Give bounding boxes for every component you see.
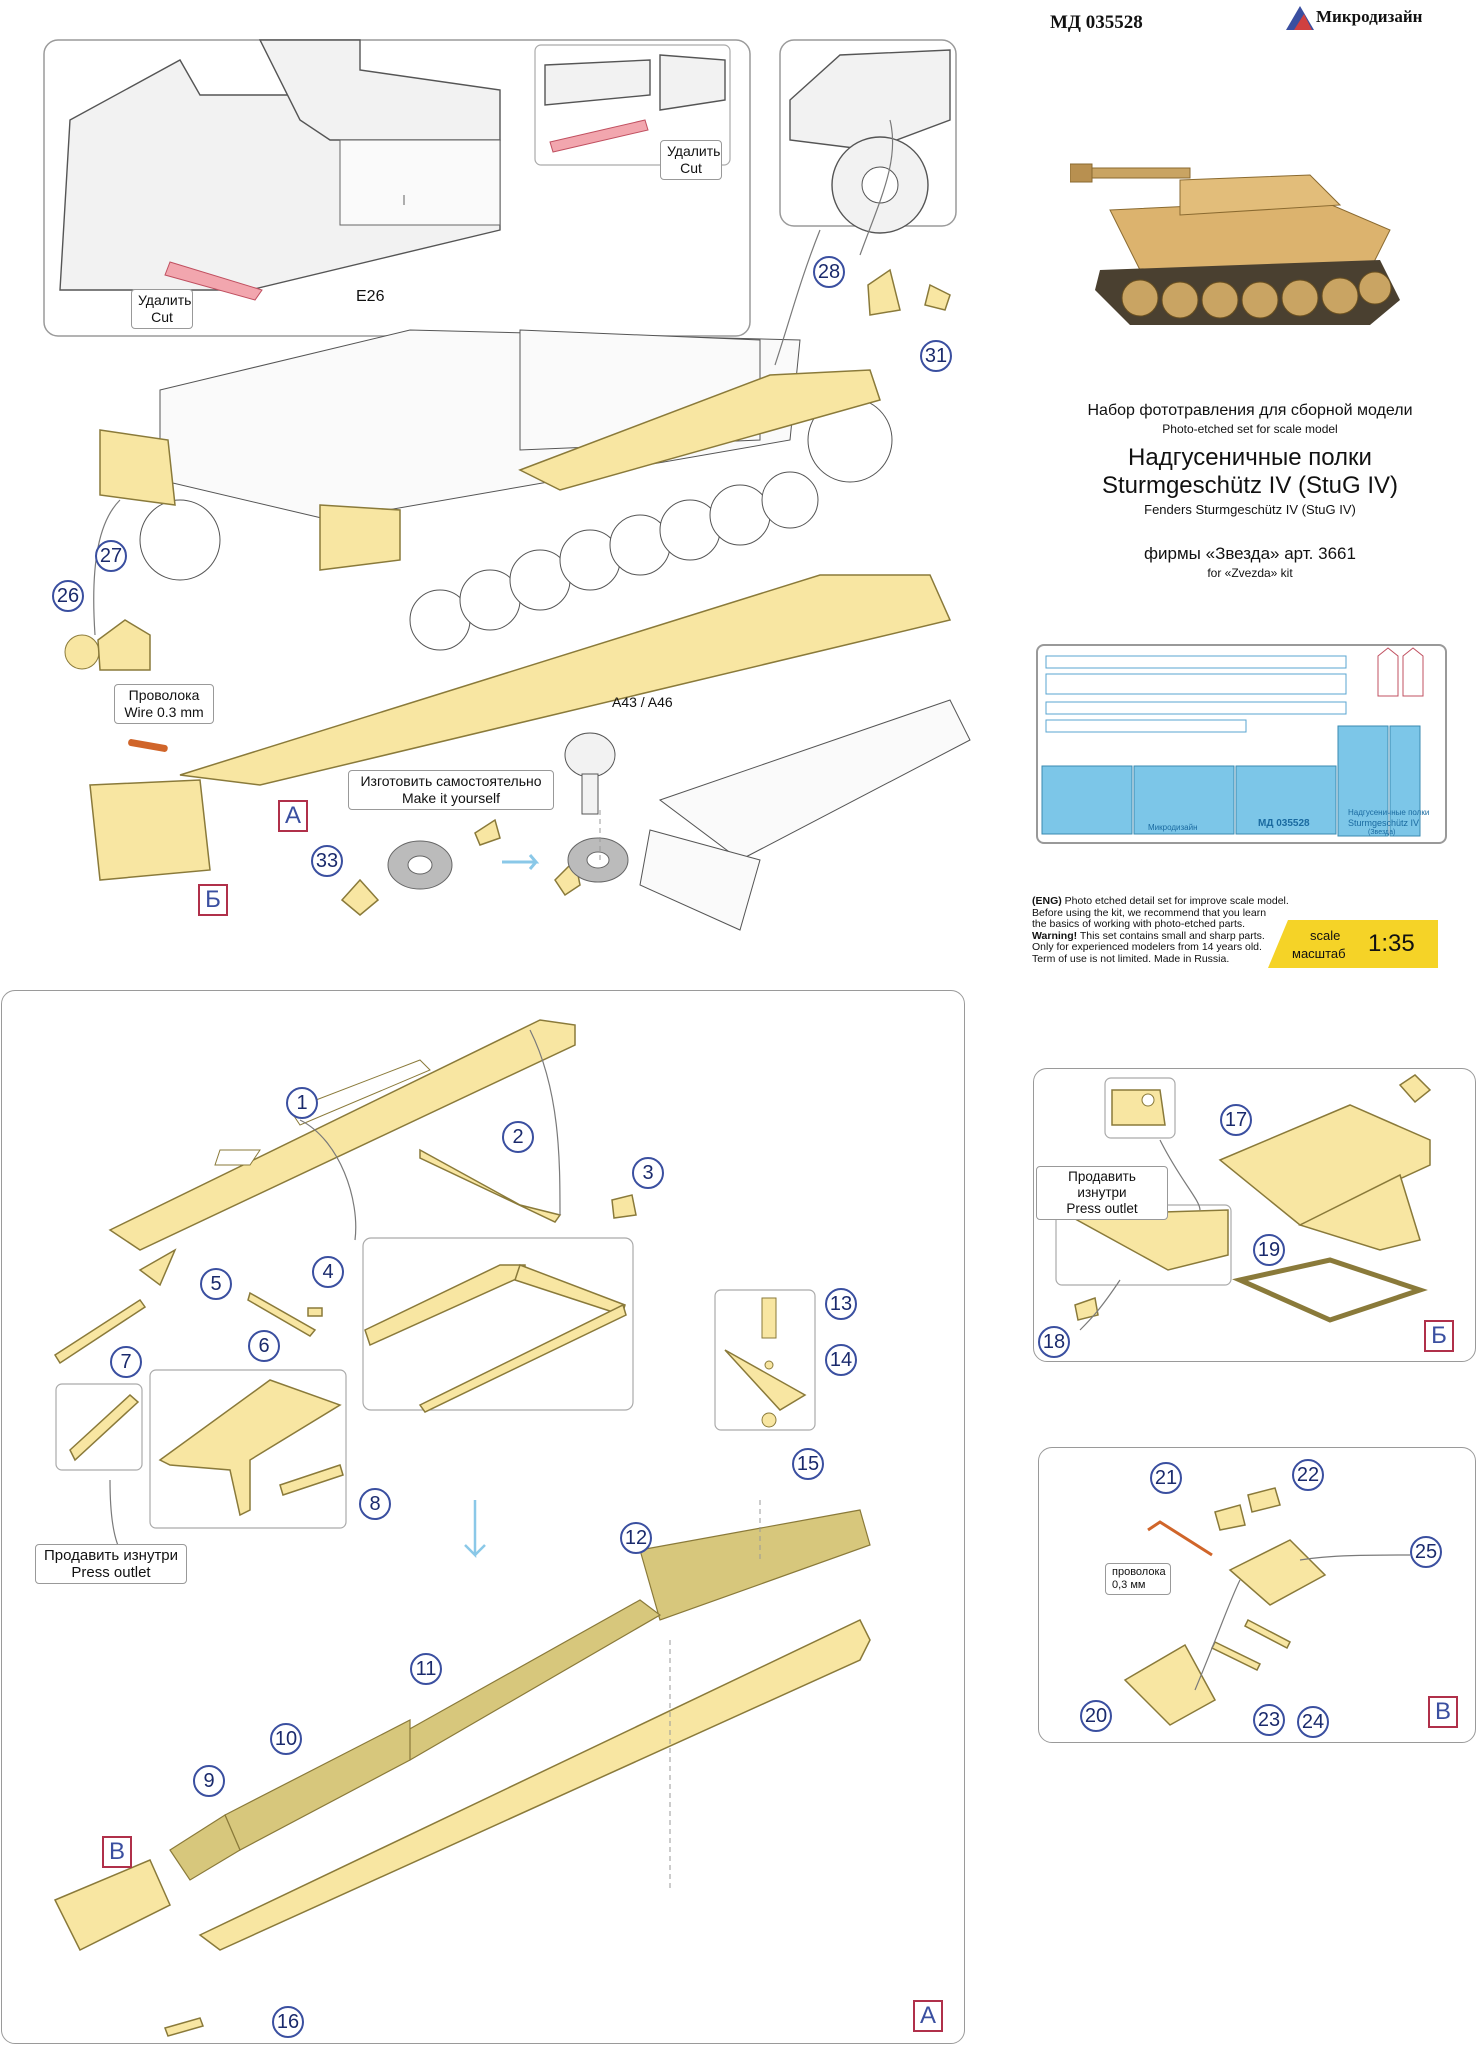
letter-v-a: В (102, 1836, 132, 1868)
warning-text: (ENG) Photo etched detail set for improv… (1032, 895, 1302, 965)
fret-caption-kit: (Звезда) (1368, 829, 1396, 836)
callout-2: 2 (502, 1121, 534, 1153)
callout-33: 33 (311, 845, 343, 877)
warning-line-1: Photo etched detail set for improve scal… (1061, 895, 1289, 907)
product-title-en: Fenders Sturmgeschütz IV (StuG IV) (1144, 502, 1356, 517)
fret-sheet-drawing (1041, 647, 1424, 837)
fret-sheet-thumbnail: МД 035528 Надгусеничные полки Sturmgesch… (1036, 644, 1447, 844)
brand-logo-icon (1286, 6, 1314, 30)
warning-line-3: the basics of working with photo-etched … (1032, 918, 1246, 930)
make-yourself-ru: Изготовить самостоятельно (360, 773, 542, 789)
product-kit-en: for «Zvezda» kit (1207, 566, 1293, 580)
callout-10: 10 (270, 1723, 302, 1755)
callout-13: 13 (825, 1288, 857, 1320)
warning-line-5: Only for experienced modelers from 14 ye… (1032, 941, 1262, 953)
callout-15: 15 (792, 1448, 824, 1480)
callout-31: 31 (920, 340, 952, 372)
letter-a-top: А (278, 800, 308, 832)
callout-21: 21 (1150, 1462, 1182, 1494)
scale-label-ru: масштаб (1292, 946, 1346, 961)
cut-label-left-en: Cut (151, 309, 173, 325)
wire-label-v: проволока 0,3 мм (1105, 1563, 1171, 1595)
warning-lead: (ENG) (1032, 895, 1062, 907)
callout-6: 6 (248, 1330, 280, 1362)
warning-bold: Warning! (1032, 929, 1078, 942)
wire-label-en: Wire 0.3 mm (124, 704, 204, 720)
warning-line-6: Term of use is not limited. Made in Russ… (1032, 952, 1230, 965)
wire-label-ru: Проволока (128, 687, 200, 703)
callout-12: 12 (620, 1522, 652, 1554)
product-en-line: Photo-etched set for scale model (1162, 422, 1338, 436)
press-outlet-label-a: Продавить изнутри Press outlet (35, 1544, 187, 1584)
letter-b-top: Б (198, 884, 228, 916)
product-ru-line: Набор фототравления для сборной модели (1087, 402, 1413, 419)
callout-7: 7 (110, 1346, 142, 1378)
wire-v-mm: 0,3 мм (1112, 1579, 1146, 1591)
callout-20: 20 (1080, 1700, 1112, 1732)
cut-label-right-en: Cut (680, 160, 702, 176)
article-number: МД 035528 (1050, 12, 1143, 33)
press-outlet-b-en: Press outlet (1066, 1201, 1138, 1216)
fret-caption-model: Sturmgeschütz IV (1348, 818, 1420, 828)
callout-9: 9 (193, 1765, 225, 1797)
letter-v-panel: В (1428, 1696, 1458, 1728)
callout-18: 18 (1038, 1326, 1070, 1358)
press-outlet-a-ru: Продавить изнутри (43, 1547, 179, 1564)
callout-24: 24 (1297, 1706, 1329, 1738)
callout-5: 5 (200, 1268, 232, 1300)
callout-17: 17 (1220, 1104, 1252, 1136)
press-outlet-b-ru: Продавить изнутри (1068, 1169, 1136, 1200)
callout-26: 26 (52, 580, 84, 612)
warning-line-2: Before using the kit, we recommend that … (1032, 906, 1267, 919)
callout-16: 16 (272, 2006, 304, 2038)
callout-19: 19 (1253, 1234, 1285, 1266)
callout-22: 22 (1292, 1459, 1324, 1491)
fret-caption-ru: Надгусеничные полки (1348, 808, 1430, 817)
warning-line-4: This set contains small and sharp parts. (1077, 929, 1265, 942)
callout-27: 27 (95, 540, 127, 572)
a43-label: A43 / A46 (612, 694, 673, 710)
callout-23: 23 (1253, 1704, 1285, 1736)
scale-value: 1:35 (1368, 930, 1415, 957)
fret-brand: Микродизайн (1148, 823, 1198, 832)
fret-article: МД 035528 (1258, 818, 1310, 829)
cut-label-right: Удалить Cut (660, 140, 722, 180)
callout-11: 11 (410, 1653, 442, 1685)
tank-illustration (1070, 163, 1400, 325)
scale-label-en: scale (1310, 928, 1341, 943)
letter-b-panel: Б (1424, 1320, 1454, 1352)
callout-8: 8 (359, 1488, 391, 1520)
callout-14: 14 (825, 1344, 857, 1376)
press-outlet-label-b: Продавить изнутри Press outlet (1036, 1166, 1168, 1220)
product-title-model: Sturmgeschütz IV (StuG IV) (1101, 472, 1399, 499)
make-yourself-label: Изготовить самостоятельно Make it yourse… (348, 770, 554, 810)
press-outlet-a-en: Press outlet (71, 1564, 151, 1581)
cut-label-left-ru: Удалить (138, 292, 192, 308)
callout-28: 28 (813, 256, 845, 288)
scale-badge-shape (1268, 920, 1438, 968)
make-yourself-en: Make it yourself (401, 790, 501, 806)
callout-1: 1 (286, 1087, 318, 1119)
cut-label-right-ru: Удалить (667, 143, 721, 159)
wire-label: Проволока Wire 0.3 mm (114, 684, 214, 724)
part-e26-label: E26 (356, 288, 385, 305)
brand-logo: Микродизайн (1282, 4, 1442, 32)
wire-v-ru: проволока (1112, 1566, 1166, 1578)
cut-label-left: Удалить Cut (131, 289, 193, 329)
callout-4: 4 (312, 1256, 344, 1288)
product-kit-ru: фирмы «Звезда» арт. 3661 (1144, 544, 1356, 563)
callout-25: 25 (1410, 1536, 1442, 1568)
product-title-ru: Надгусеничные полки (1128, 444, 1372, 471)
letter-a-panel: А (913, 2000, 943, 2032)
brand-name: Микродизайн (1316, 7, 1423, 26)
scale-badge: scale масштаб 1:35 (1268, 920, 1438, 968)
callout-3: 3 (632, 1157, 664, 1189)
